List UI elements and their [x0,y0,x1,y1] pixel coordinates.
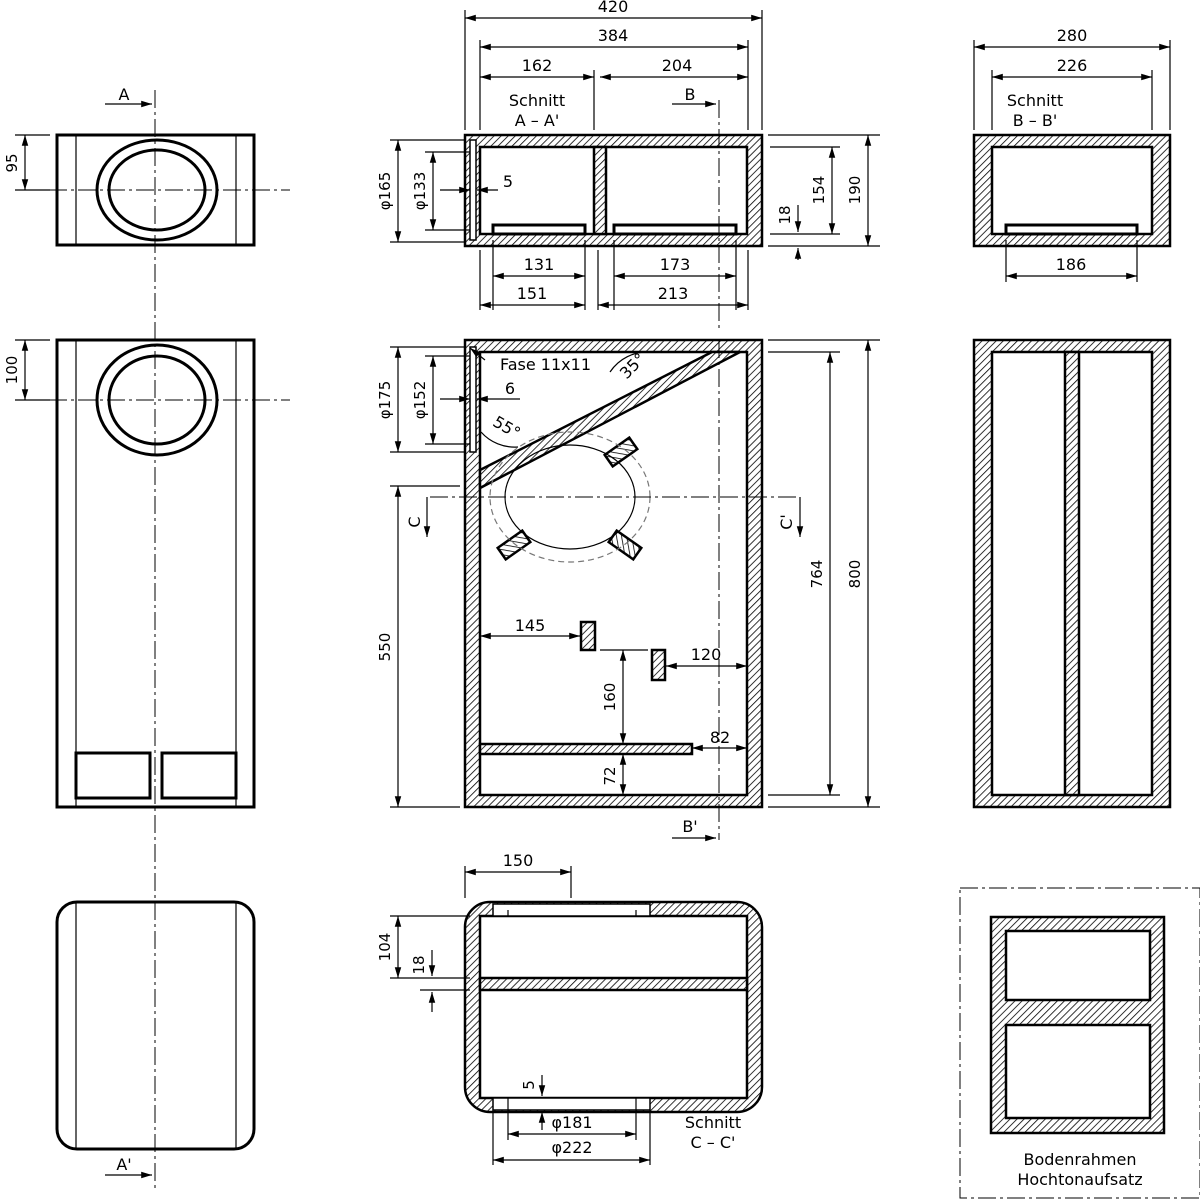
bottom-frame-detail: Bodenrahmen Hochtonaufsatz [959,887,1200,1199]
dim-brace-right: 120 [691,645,722,664]
cut-mark-c: C [405,516,424,527]
dim-b-slot: 186 [1056,255,1087,274]
chamfer-note: Fase 11x11 [500,355,591,374]
front-view-column: 95 A 100 A' [3,85,290,1190]
dim-main-recess: 6 [505,379,515,398]
frame-caption-line2: Hochtonaufsatz [1017,1170,1142,1189]
dim-slot-right-outer: 213 [658,284,689,303]
cut-mark-b-prime: B' [682,817,697,836]
section-main: Fase 11x11 35° 55° φ175 φ152 6 C C' 550 … [376,338,880,842]
dim-c-width: 150 [503,851,534,870]
dim-board-top: 18 [776,205,794,224]
dim-shelf-height: 72 [601,766,619,785]
dim-brace-left: 145 [515,616,546,635]
dim-b-inner-width: 226 [1057,56,1088,75]
dim-brace-gap: 160 [601,683,619,712]
dim-c-diameter-inner: φ181 [551,1113,592,1132]
dim-inner-width: 384 [598,26,629,45]
dim-main-port-outer: φ175 [376,381,394,420]
dim-overall-width: 420 [598,0,629,16]
dim-slot-right-inner: 173 [660,255,691,274]
cut-mark-a-prime: A' [116,1155,131,1174]
dim-slot-left-outer: 151 [517,284,548,303]
dim-height-outer: 800 [846,560,864,589]
cut-mark-c-prime: C' [777,514,796,530]
frame-caption-line1: Bodenrahmen [1024,1150,1137,1169]
dim-height-lower: 550 [376,633,394,662]
cut-mark-b: B [685,85,696,104]
cut-mark-a: A [119,85,130,104]
angle-top: 35° [616,349,649,382]
dim-recess: 5 [503,172,513,191]
dim-right-chamber: 204 [662,56,693,75]
dim-depth-outer: 190 [846,176,864,205]
dim-slot-left-inner: 131 [524,255,555,274]
dim-main-port-inner: φ152 [411,381,429,420]
dim-front-offset: 100 [3,356,21,385]
dim-port-inner: φ133 [411,172,429,211]
angle-bottom: 55° [490,412,524,443]
dim-c-recess: 5 [520,1080,538,1090]
dim-b-overall-width: 280 [1057,26,1088,45]
dim-port-outer: φ165 [376,172,394,211]
dim-shelf-gap: 82 [710,728,730,747]
dim-left-chamber: 162 [522,56,553,75]
dim-top-offset: 95 [3,153,21,172]
dim-c-depth: 104 [376,933,394,962]
dim-height-inner: 764 [808,560,826,589]
dim-depth-inner: 154 [810,176,828,205]
dim-c-diameter-outer: φ222 [551,1138,592,1157]
dim-c-board: 18 [410,955,428,974]
